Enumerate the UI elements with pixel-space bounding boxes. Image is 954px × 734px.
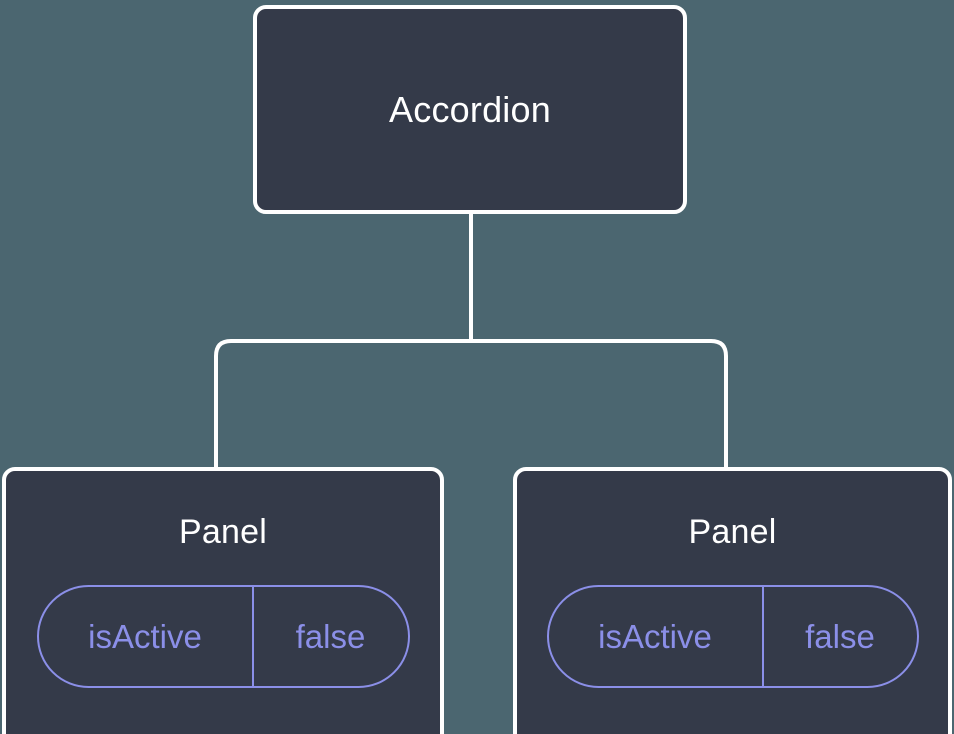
state-pill-left[interactable]: isActive false [36,585,410,688]
node-panel-left-title: Panel [179,513,267,551]
node-panel-right-title: Panel [688,513,777,551]
state-pill-left-value: false [295,618,366,655]
state-pill-right-key: isActive [549,587,764,686]
state-pill-right[interactable]: isActive false [546,585,919,688]
node-panel-right[interactable]: Panel isActive false [513,467,952,734]
state-pill-left-key: isActive [39,587,254,686]
node-accordion[interactable]: Accordion [253,5,687,214]
node-panel-left[interactable]: Panel isActive false [2,467,444,734]
node-accordion-title: Accordion [389,88,551,130]
state-pill-right-value: false [805,618,875,655]
branch-bar-edge [214,339,728,472]
